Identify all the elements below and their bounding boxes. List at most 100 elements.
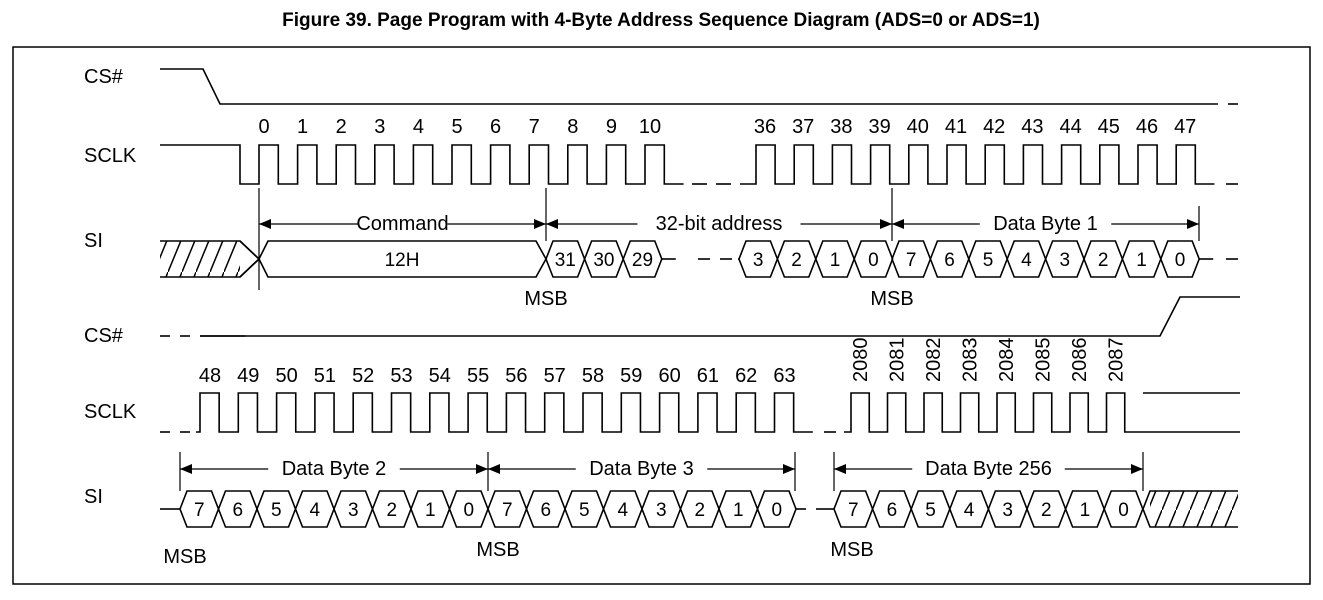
clock-label-row2b: 2083 (960, 338, 982, 383)
sclk-waveform-2a (196, 392, 813, 433)
data-byte-3-bit-bit: 7 (502, 500, 513, 521)
span-data-byte-1-arrow-left (892, 219, 904, 229)
span-command-label-bg (357, 210, 448, 232)
data-byte-256-bit-cell (1103, 490, 1144, 528)
clock-label-row1b: 39 (868, 116, 890, 138)
data-byte-2-bit-bit: 5 (271, 500, 282, 521)
span-command-label: Command (356, 213, 448, 235)
data-byte-256-bit-bit: 2 (1041, 500, 1052, 521)
address-bit-low-bit: 1 (830, 250, 841, 271)
data-byte-1-bit-bit: 3 (1060, 250, 1071, 271)
si-transition-1 (239, 240, 261, 278)
data-byte-2-bit-bit: 4 (309, 500, 320, 521)
address-bit-bit: 31 (555, 250, 576, 271)
msb-label-2c: MSB (830, 539, 873, 561)
clock-label-row2b: 2084 (996, 338, 1018, 383)
sclk-waveform-1a (160, 144, 684, 185)
span-address-arrow-left (546, 219, 558, 229)
clock-label-row2: 57 (544, 365, 566, 387)
span-data-byte-2-label-bg (268, 455, 400, 477)
span-address-label-bg (637, 210, 801, 232)
span-address-label: 32-bit address (656, 213, 783, 235)
data-byte-1-bit-bit: 1 (1136, 250, 1147, 271)
data-byte-2-bit-bit: 7 (194, 500, 205, 521)
clock-label-row1b: 41 (945, 116, 967, 138)
cs-waveform-1 (160, 68, 1218, 105)
clock-label-row1: 4 (413, 116, 424, 138)
clock-label-row2: 56 (505, 365, 527, 387)
diagram-frame (12, 46, 1311, 585)
clock-label-row2: 52 (352, 365, 374, 387)
clock-label-row2b: 2087 (1106, 338, 1128, 383)
data-byte-3-bit-bit: 0 (771, 500, 782, 521)
data-byte-2-bit-bit: 0 (463, 500, 474, 521)
command-value: 12H (385, 250, 420, 271)
data-byte-1-bit-bit: 6 (944, 250, 955, 271)
data-byte-3-bit-bit: 6 (540, 500, 551, 521)
clock-label-row2b: 2080 (850, 338, 872, 383)
clock-label-row1b: 46 (1136, 116, 1158, 138)
si-label-1: SI (84, 230, 103, 252)
span-address-arrow-right (880, 219, 892, 229)
clock-label-row1b: 47 (1174, 116, 1196, 138)
data-byte-2-bit-bit: 6 (232, 500, 243, 521)
data-byte-2-bit-bit: 1 (425, 500, 436, 521)
span-data-byte-3-arrow-left (488, 464, 500, 474)
span-data-byte-256-label: Data Byte 256 (925, 458, 1052, 480)
clock-label-row2b: 2081 (887, 338, 909, 383)
data-byte-3-bit-bit: 3 (656, 500, 667, 521)
sclk-waveform-2b (844, 392, 1143, 433)
clock-label-row1b: 36 (754, 116, 776, 138)
clock-label-row2: 53 (390, 365, 412, 387)
data-byte-1-bit-bit: 4 (1021, 250, 1032, 271)
data-byte-3-bit-bit: 2 (694, 500, 705, 521)
span-command-arrow-left (259, 219, 271, 229)
sclk-label-2: SCLK (84, 401, 137, 423)
data-byte-256-bit-bit: 4 (964, 500, 975, 521)
clock-label-row1: 7 (529, 116, 540, 138)
clock-label-row1: 5 (451, 116, 462, 138)
clock-label-row2: 50 (275, 365, 297, 387)
address-bit-low-bit: 3 (753, 250, 764, 271)
msb-label-2b: MSB (476, 539, 519, 561)
span-data-byte-1-arrow-right (1187, 219, 1199, 229)
clock-label-row2: 51 (314, 365, 336, 387)
span-command-arrow-right (534, 219, 546, 229)
data-byte-1-bit-bit: 5 (983, 250, 994, 271)
data-byte-1-bit-bit: 0 (1175, 250, 1186, 271)
clock-label-row1: 1 (297, 116, 308, 138)
clock-label-row2: 58 (582, 365, 604, 387)
sclk-waveform-1b (740, 144, 1215, 185)
figure-title: Figure 39. Page Program with 4-Byte Addr… (282, 10, 1040, 31)
data-byte-3-bit-bit: 5 (579, 500, 590, 521)
clock-label-row1: 10 (639, 116, 661, 138)
clock-label-row1: 3 (374, 116, 385, 138)
clock-label-row1b: 37 (792, 116, 814, 138)
clock-label-row2: 55 (467, 365, 489, 387)
address-bit-low-bit: 0 (868, 250, 879, 271)
data-byte-3-bit-bit: 4 (617, 500, 628, 521)
span-data-byte-2-arrow-right (476, 464, 488, 474)
msb-label-1a: MSB (524, 288, 567, 310)
span-data-byte-2-arrow-left (180, 464, 192, 474)
clock-label-row2: 62 (735, 365, 757, 387)
clock-label-row1b: 45 (1098, 116, 1120, 138)
clock-label-row1b: 38 (830, 116, 852, 138)
data-byte-256-bit-bit: 0 (1118, 500, 1129, 521)
msb-label-1b: MSB (870, 288, 913, 310)
data-byte-3-bit-bit: 1 (733, 500, 744, 521)
clock-label-row1b: 43 (1021, 116, 1043, 138)
data-byte-2-bit-bit: 2 (386, 500, 397, 521)
data-byte-1-bit-bit: 2 (1098, 250, 1109, 271)
si-dont-care-2 (1150, 491, 1238, 527)
span-data-byte-3-arrow-right (783, 464, 795, 474)
data-byte-2-bit-bit: 3 (348, 500, 359, 521)
clock-label-row2: 61 (697, 365, 719, 387)
span-data-byte-3-label-bg (575, 455, 708, 477)
data-byte-256-bit-bit: 1 (1080, 500, 1091, 521)
span-data-byte-256-arrow-right (1131, 464, 1143, 474)
clock-label-row1: 2 (336, 116, 347, 138)
data-byte-256-bit-bit: 5 (925, 500, 936, 521)
clock-label-row1b: 42 (983, 116, 1005, 138)
